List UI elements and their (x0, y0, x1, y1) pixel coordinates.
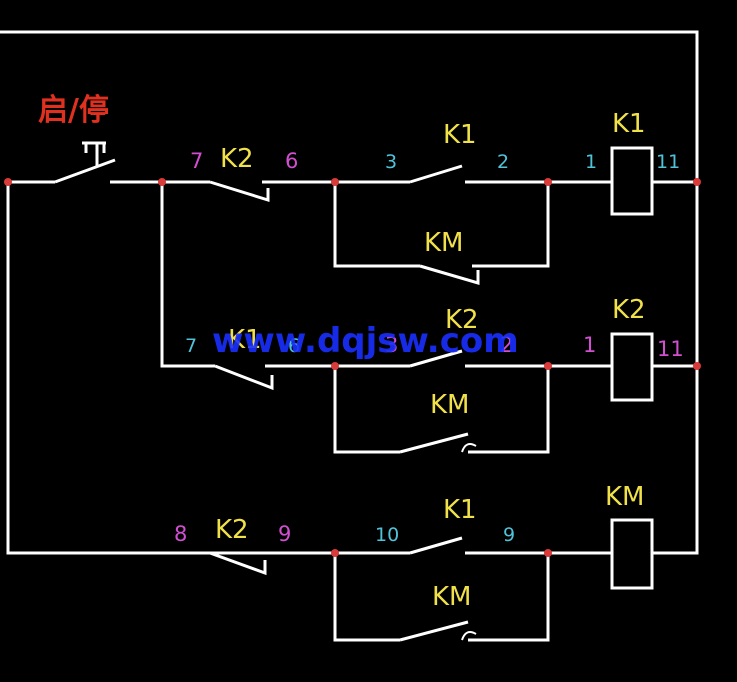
rung1-wires (162, 146, 697, 286)
rung3-contact-k2-label: K2 (215, 515, 249, 545)
rung2-coil-terminal-1: 1 (583, 333, 596, 357)
rung3-contact-k1-label: K1 (443, 495, 477, 525)
rung2-coil-terminal-11: 11 (657, 337, 684, 361)
rung3-terminal-8: 8 (174, 522, 187, 546)
rung2-terminal-2: 2 (500, 333, 513, 357)
rung2-terminal-3: 3 (385, 333, 398, 357)
wires (0, 30, 699, 642)
rung1-terminal-6: 6 (285, 149, 298, 173)
rung1-contact-k1-label: K1 (443, 120, 477, 150)
rung3-terminal-9b: 9 (503, 524, 515, 546)
start-stop-label: 启/停 (38, 93, 109, 128)
junction-nodes (4, 178, 701, 557)
rung2-terminal-6: 6 (288, 335, 300, 357)
contact-hooks (461, 443, 477, 641)
rung1-terminal-3: 3 (385, 151, 397, 173)
rung3-coil-km-label: KM (605, 482, 644, 512)
rung3-terminal-10: 10 (375, 524, 399, 546)
rung2-wires (160, 182, 697, 454)
watermark: www.dqjsw.com (212, 321, 519, 361)
start-stop-switch (8, 141, 162, 184)
rung2-contact-k2-label: K2 (445, 305, 479, 335)
rung1-aux-km-label: KM (424, 228, 463, 258)
rung2-coil-k2-label: K2 (612, 295, 646, 325)
left-rail (6, 182, 335, 555)
rung1-terminal-2: 2 (497, 151, 509, 173)
rung2-aux-km-label: KM (430, 390, 469, 420)
rung1-terminal-7: 7 (190, 149, 203, 173)
rung1-contact-k2-label: K2 (220, 144, 254, 174)
rung1-coil-k1-label: K1 (612, 109, 646, 139)
rung3-aux-km-label: KM (432, 582, 471, 612)
rung2-contact-k1-label: K1 (228, 325, 262, 355)
rung2-terminal-7: 7 (185, 335, 197, 357)
rung1-coil-terminal-11: 11 (656, 151, 680, 173)
rung3-wires (209, 518, 697, 642)
rung1-coil-terminal-1: 1 (585, 151, 597, 173)
rung3-terminal-9a: 9 (278, 522, 291, 546)
